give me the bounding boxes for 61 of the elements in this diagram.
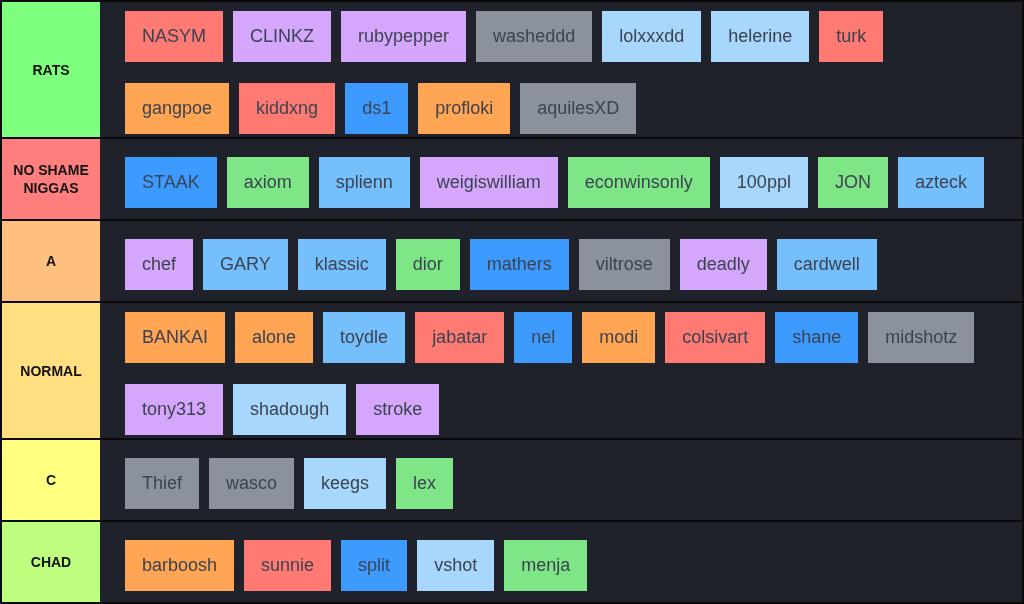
player-tag: JON bbox=[817, 156, 888, 208]
player-tag: econwinsonly bbox=[567, 156, 710, 208]
player-tag: dior bbox=[395, 238, 460, 290]
player-tag: azteck bbox=[897, 156, 984, 208]
player-tag: alone bbox=[235, 312, 314, 363]
tier-label: NO SHAME NIGGAS bbox=[2, 139, 100, 219]
tier-label: NORMAL bbox=[2, 303, 100, 438]
player-tag: gangpoe bbox=[125, 83, 230, 134]
player-tag: NASYM bbox=[125, 11, 223, 62]
player-tag: kiddxng bbox=[239, 83, 336, 134]
player-tag: shane bbox=[775, 312, 859, 363]
tier-label: C bbox=[2, 440, 100, 520]
player-tag: barboosh bbox=[125, 539, 235, 591]
player-tag: vshot bbox=[417, 539, 495, 591]
tier-row bbox=[2, 303, 1022, 438]
player-tag: split bbox=[341, 539, 408, 591]
player-tag: cardwell bbox=[776, 238, 877, 290]
tier-label: RATS bbox=[2, 2, 100, 137]
player-tag: keegs bbox=[304, 457, 387, 509]
player-tag: modi bbox=[582, 312, 656, 363]
player-tag: axiom bbox=[226, 156, 309, 208]
player-tag: helerine bbox=[711, 11, 810, 62]
player-tag: splienn bbox=[318, 156, 410, 208]
tier-row bbox=[2, 221, 1022, 301]
player-tag: turk bbox=[819, 11, 884, 62]
player-tag: mathers bbox=[469, 238, 569, 290]
player-tag: stroke bbox=[356, 384, 440, 435]
tier-row bbox=[2, 522, 1022, 602]
player-tag: tony313 bbox=[125, 384, 224, 435]
player-tag: Thief bbox=[125, 457, 200, 509]
player-tag: BANKAI bbox=[125, 312, 226, 363]
player-tag: klassic bbox=[297, 238, 386, 290]
player-tag: wasco bbox=[209, 457, 295, 509]
player-tag: colsivart bbox=[665, 312, 766, 363]
player-tag: washeddd bbox=[476, 11, 593, 62]
player-tag: profloki bbox=[418, 83, 511, 134]
player-tag: chef bbox=[125, 238, 194, 290]
player-tag: nel bbox=[514, 312, 573, 363]
player-tag: lex bbox=[396, 457, 454, 509]
tier-row bbox=[2, 2, 1022, 137]
tier-row bbox=[2, 139, 1022, 219]
player-tag: lolxxxdd bbox=[602, 11, 702, 62]
player-tag: aquilesXD bbox=[520, 83, 637, 134]
player-tag: menja bbox=[504, 539, 588, 591]
player-tag: STAAK bbox=[125, 156, 217, 208]
player-tag: toydle bbox=[323, 312, 406, 363]
player-tag: 100ppl bbox=[719, 156, 808, 208]
player-tag: deadly bbox=[679, 238, 767, 290]
tier-row bbox=[2, 440, 1022, 520]
player-tag: midshotz bbox=[868, 312, 975, 363]
player-tag: GARY bbox=[203, 238, 288, 290]
player-tag: CLINKZ bbox=[233, 11, 332, 62]
player-tag: shadough bbox=[233, 384, 347, 435]
player-tag: weigiswilliam bbox=[419, 156, 558, 208]
player-tag: jabatar bbox=[415, 312, 505, 363]
tier-label: CHAD bbox=[2, 522, 100, 602]
player-tag: viltrose bbox=[578, 238, 670, 290]
tier-label: A bbox=[2, 221, 100, 301]
player-tag: ds1 bbox=[345, 83, 409, 134]
player-tag: sunnie bbox=[244, 539, 332, 591]
player-tag: rubypepper bbox=[341, 11, 467, 62]
